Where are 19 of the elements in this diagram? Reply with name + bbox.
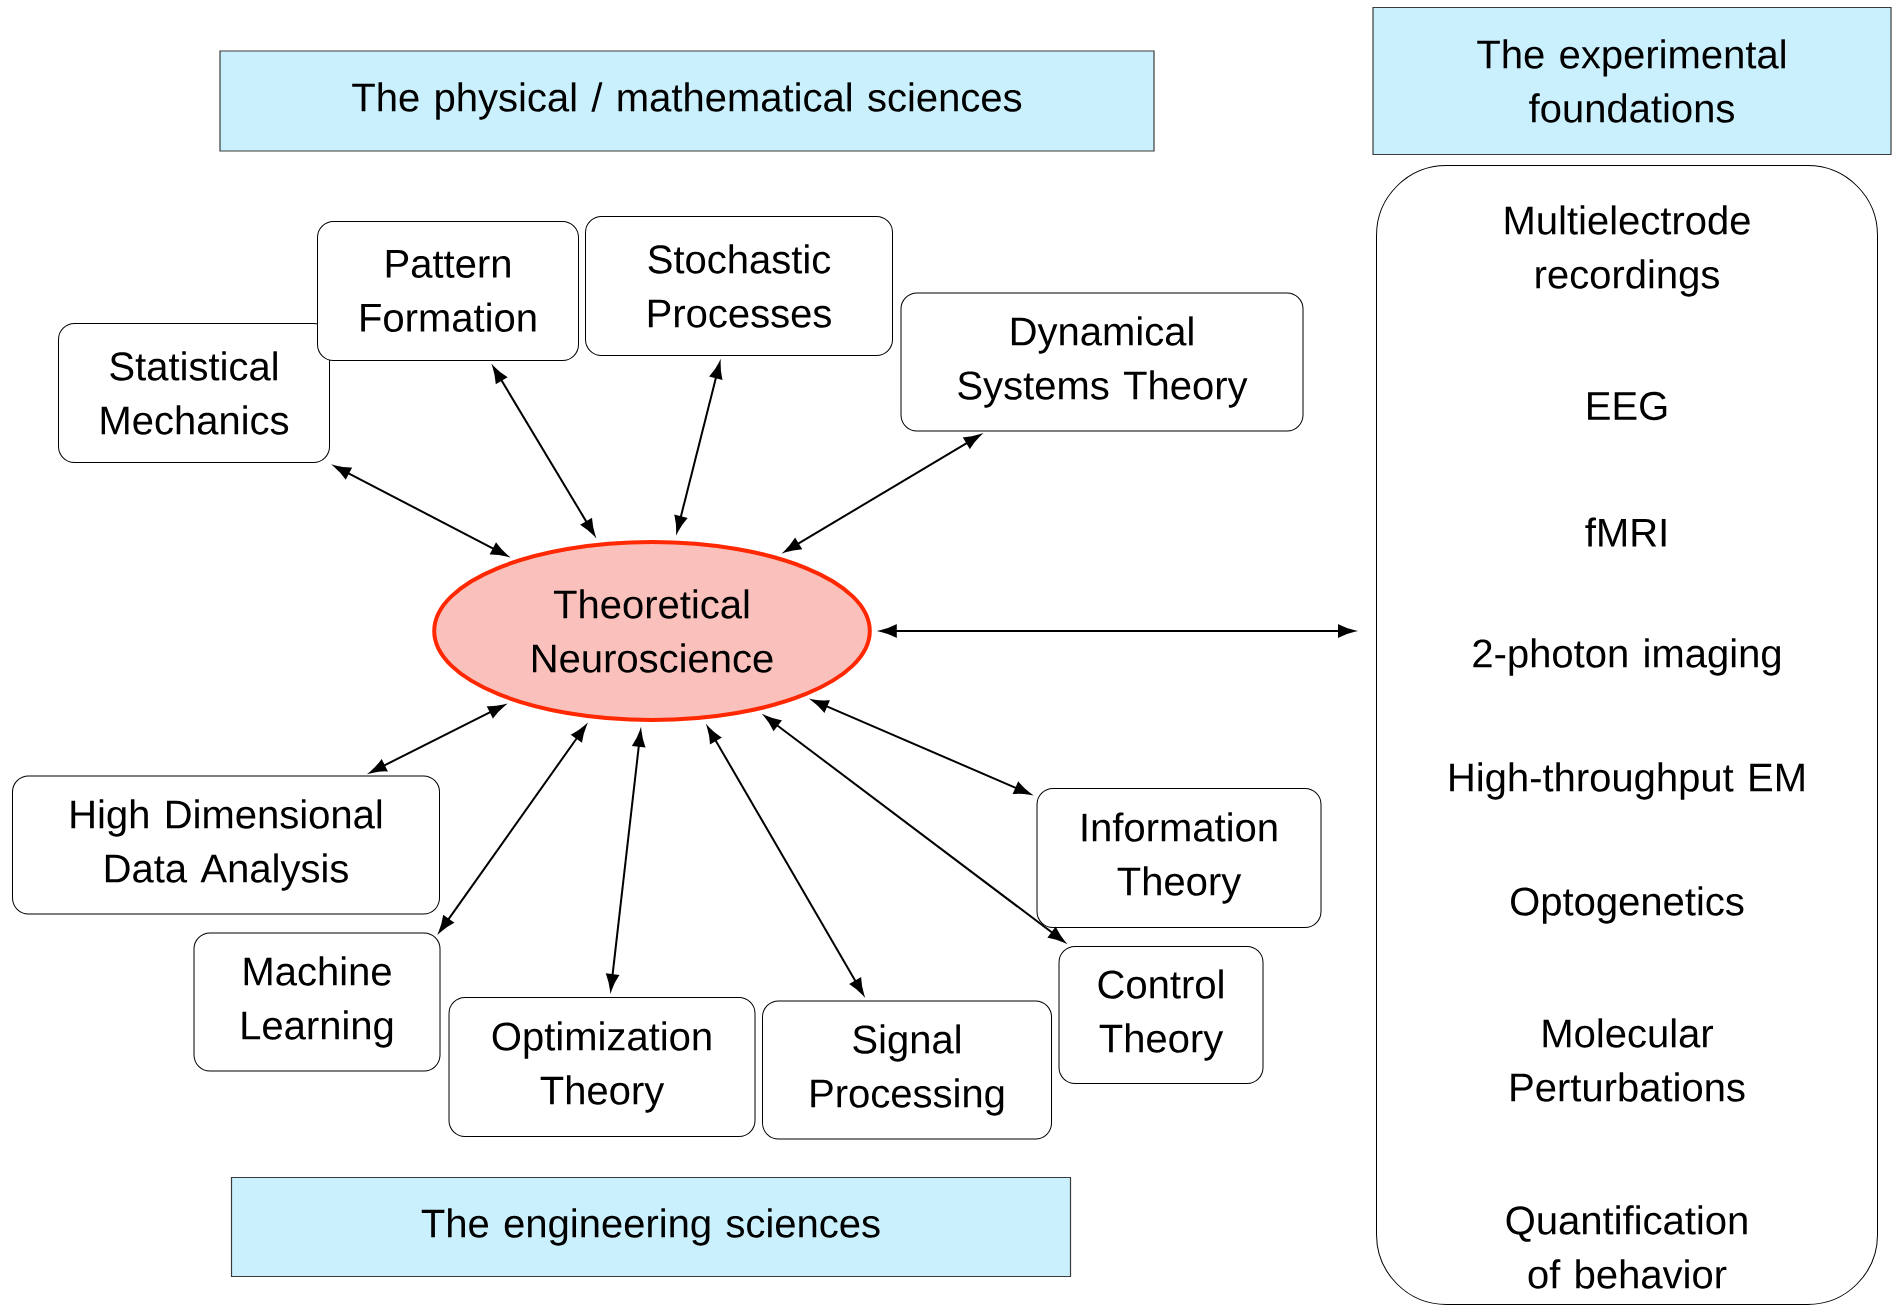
topic-box: Machine Learning bbox=[193, 932, 441, 1072]
topic-box: Stochastic Processes bbox=[585, 216, 893, 356]
arrow bbox=[438, 725, 587, 933]
topic-box: Statistical Mechanics bbox=[58, 323, 330, 463]
topic-box: Signal Processing bbox=[762, 1000, 1052, 1140]
topic-box: Optimization Theory bbox=[448, 997, 756, 1137]
methods-panel: Multielectrode recordings EEG fMRI 2-photon imaging High-throughput EM Optogenetics Molecular Perturbations Quantification of behavior bbox=[1376, 165, 1878, 1305]
heading-band: The physical / mathematical sciences bbox=[219, 50, 1155, 152]
topic-box: High Dimensional Data Analysis bbox=[12, 775, 440, 915]
topic-box: Dynamical Systems Theory bbox=[900, 292, 1304, 432]
arrow bbox=[707, 726, 864, 996]
topic-box: Information Theory bbox=[1036, 788, 1322, 928]
heading-band: The experimental foundations bbox=[1372, 6, 1892, 156]
arrow bbox=[880, 624, 1355, 638]
heading-band: The engineering sciences bbox=[230, 1176, 1072, 1278]
arrow bbox=[492, 366, 596, 536]
topic-box: Pattern Formation bbox=[317, 221, 579, 361]
topic-box: Control Theory bbox=[1058, 946, 1264, 1084]
arrow bbox=[784, 434, 981, 553]
